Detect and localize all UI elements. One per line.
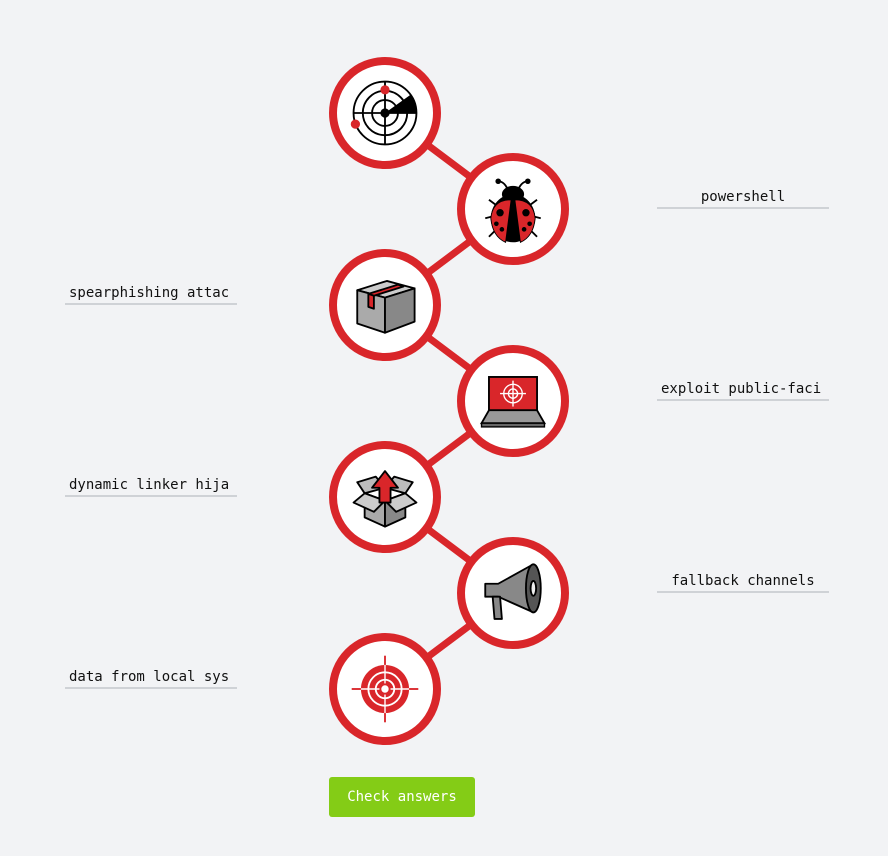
answer-text: dynamic linker hija [69, 477, 230, 493]
package-icon [356, 280, 416, 334]
laptop-target-icon [479, 376, 547, 428]
answer-input-step-5[interactable]: dynamic linker hija [65, 473, 237, 497]
step-node-radar [329, 57, 441, 169]
step-node-package [329, 249, 441, 361]
step-node-ladybug [457, 153, 569, 265]
answer-input-step-4[interactable]: exploit public-faci [657, 377, 829, 401]
check-answers-button[interactable]: Check answers [329, 777, 475, 817]
answer-input-step-7[interactable]: data from local sys [65, 665, 237, 689]
radar-icon [350, 80, 418, 146]
answer-text: spearphishing attac [69, 285, 230, 301]
open-box-arrow-icon [352, 470, 418, 528]
step-node-megaphone [457, 537, 569, 649]
answer-text: exploit public-faci [661, 381, 822, 397]
answer-text: data from local sys [69, 669, 230, 685]
step-node-open-box [329, 441, 441, 553]
answer-input-step-2[interactable]: powershell [657, 185, 829, 209]
step-node-laptop [457, 345, 569, 457]
megaphone-icon [484, 563, 542, 620]
ladybug-icon [485, 178, 541, 243]
answer-text: powershell [700, 189, 786, 205]
answer-input-step-3[interactable]: spearphishing attac [65, 281, 237, 305]
step-node-target [329, 633, 441, 745]
target-icon [351, 655, 419, 723]
answer-text: fallback channels [671, 573, 815, 589]
answer-input-step-6[interactable]: fallback channels [657, 569, 829, 593]
